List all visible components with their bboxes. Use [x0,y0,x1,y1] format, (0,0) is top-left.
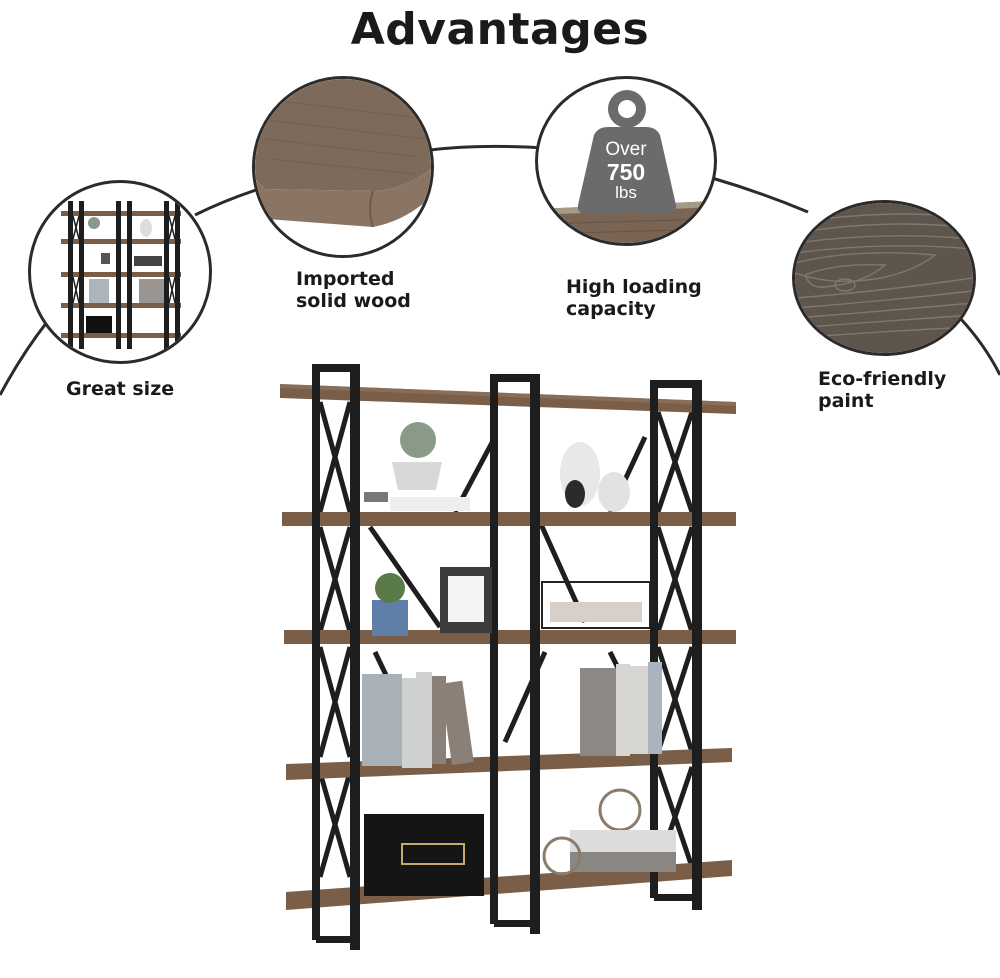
loading-capacity-label: High loading capacity [566,276,702,320]
loading-capacity-label-line2: capacity [566,298,656,320]
eco-paint-label-line1: Eco-friendly [818,368,947,390]
solid-wood-label: Imported solid wood [296,268,411,312]
weight-badge-unit: lbs [615,183,637,202]
page-title: Advantages [350,4,650,55]
wood-corner-icon [255,79,431,255]
weight-icon [577,90,677,214]
solid-wood-label-line2: solid wood [296,290,411,312]
eco-paint-circle [792,200,976,356]
great-size-label: Great size [66,378,175,400]
solid-wood-circle [252,76,434,258]
bookshelf-thumbnail-icon [61,201,181,349]
solid-wood-label-line1: Imported [296,268,395,290]
wood-grain-icon [795,203,973,353]
eco-paint-label-line2: paint [818,390,874,412]
weight-badge-over: Over [605,139,647,160]
great-size-circle [28,180,212,364]
flower-vase [400,422,436,458]
loading-capacity-label-line1: High loading [566,276,702,298]
loading-capacity-circle: Over 750 lbs [535,76,717,246]
bookshelf-product-image [280,362,750,962]
eco-paint-label: Eco-friendly paint [818,368,946,412]
weight-badge-value: 750 [606,159,646,185]
